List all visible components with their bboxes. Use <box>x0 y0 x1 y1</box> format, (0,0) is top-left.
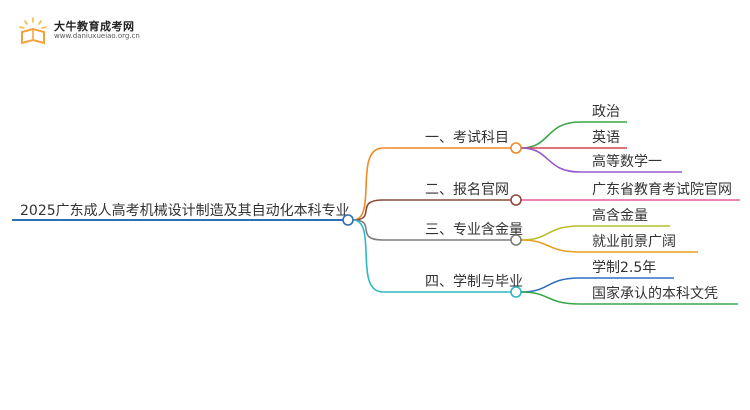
branch-label-3: 三、专业含金量 <box>425 222 523 238</box>
leaf-edge-1-3 <box>520 147 581 173</box>
branch-connector-dot-4[interactable] <box>510 286 522 298</box>
logo-url: www.daniuxueiao.org.cn <box>54 32 140 41</box>
root-connector-dot[interactable] <box>342 214 354 226</box>
branch-edge-1 <box>352 147 384 221</box>
mind-map-edges <box>352 121 581 305</box>
logo-title: 大牛教育成考网 <box>54 20 135 34</box>
branch-label-4: 四、学制与毕业 <box>425 274 523 290</box>
branch-edge-3 <box>352 219 384 241</box>
leaf-label-3-2: 就业前景广阔 <box>592 233 676 250</box>
site-logo: 大牛教育成考网 www.daniuxueiao.org.cn <box>16 16 140 46</box>
leaf-label-4-1: 学制2.5年 <box>592 260 656 276</box>
leaf-label-2-1: 广东省教育考试院官网 <box>592 182 732 198</box>
leaf-edge-4-2 <box>520 291 581 305</box>
book-sun-logo-icon <box>19 17 47 45</box>
leaf-edge-1-1 <box>520 121 581 149</box>
branch-label-1: 一、考试科目 <box>425 130 509 146</box>
branch-connector-dot-3[interactable] <box>510 234 522 246</box>
leaf-edge-3-2 <box>520 239 581 253</box>
branch-connector-dot-1[interactable] <box>510 142 522 154</box>
root-node-label: 2025广东成人高考机械设计制造及其自动化本科专业 <box>20 202 350 219</box>
branch-edge-4 <box>352 219 384 293</box>
leaf-label-1-3: 高等数学一 <box>592 153 662 170</box>
branch-connector-dot-2[interactable] <box>510 194 522 206</box>
leaf-label-4-2: 国家承认的本科文凭 <box>592 285 718 302</box>
leaf-label-1-2: 英语 <box>592 129 620 146</box>
leaf-label-3-1: 高含金量 <box>592 207 648 224</box>
branch-label-2: 二、报名官网 <box>425 182 509 198</box>
leaf-edge-3-1 <box>520 225 581 241</box>
mind-map-nodes: 2025广东成人高考机械设计制造及其自动化本科专业 一、考试科目 政治英语高等数学一… <box>12 104 740 305</box>
leaf-label-1-1: 政治 <box>592 104 620 120</box>
branch-edge-2 <box>352 199 384 221</box>
leaf-edge-4-1 <box>520 277 581 293</box>
